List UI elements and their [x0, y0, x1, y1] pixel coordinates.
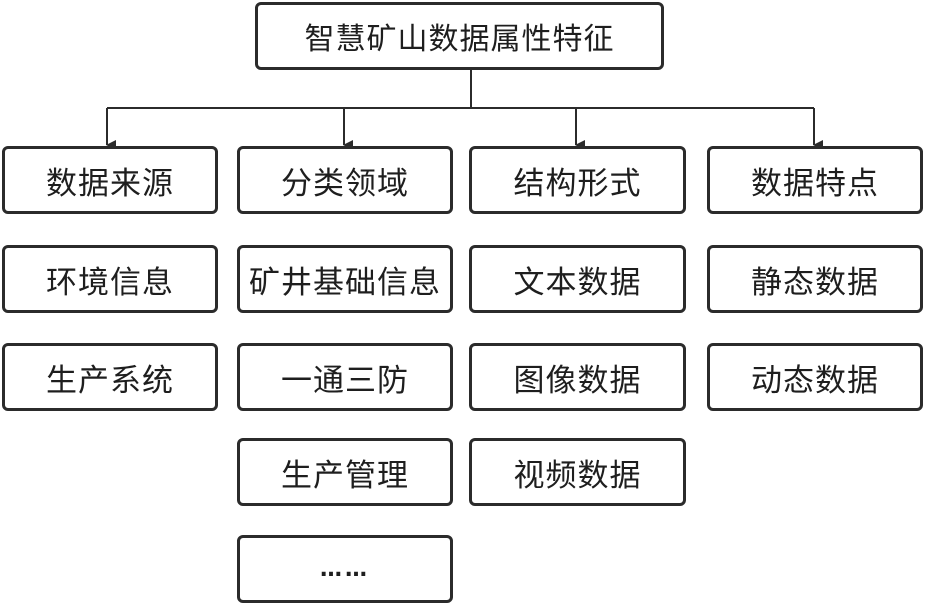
- item-environment-info: 环境信息: [2, 245, 218, 313]
- item-static-data: 静态数据: [707, 245, 923, 313]
- item-text-data: 文本数据: [469, 245, 686, 313]
- item-video-data: 视频数据: [469, 438, 686, 506]
- category-classification-domain: 分类领域: [237, 146, 453, 214]
- category-structure-form: 结构形式: [469, 146, 686, 214]
- root-node: 智慧矿山数据属性特征: [255, 2, 664, 70]
- category-data-source: 数据来源: [2, 146, 218, 214]
- category-data-features: 数据特点: [707, 146, 923, 214]
- item-production-system: 生产系统: [2, 343, 218, 411]
- item-ellipsis: ……: [237, 535, 453, 603]
- item-dynamic-data: 动态数据: [707, 343, 923, 411]
- item-production-management: 生产管理: [237, 438, 453, 506]
- item-ventilation-safety: 一通三防: [237, 343, 453, 411]
- item-mine-basic-info: 矿井基础信息: [237, 245, 453, 313]
- item-image-data: 图像数据: [469, 343, 686, 411]
